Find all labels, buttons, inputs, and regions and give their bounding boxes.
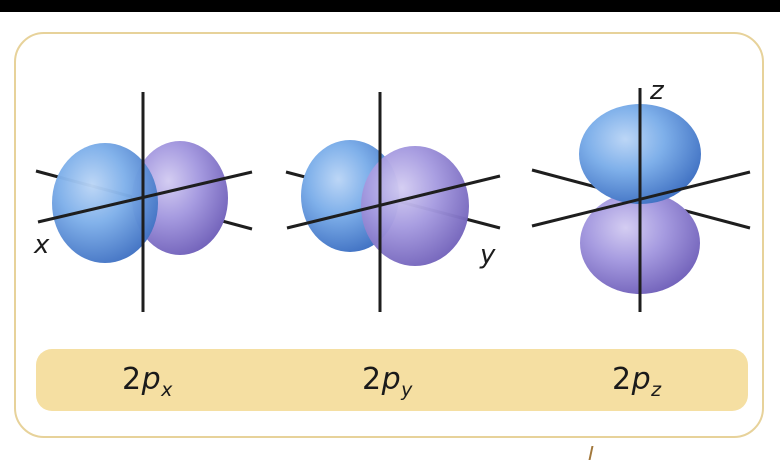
label-letter: p — [142, 362, 162, 397]
x-axis-label: x — [34, 230, 49, 260]
label-prefix: 2 — [362, 362, 382, 397]
y-axis-label: y — [480, 240, 495, 270]
orbital-2pz — [532, 88, 750, 312]
label-subscript: z — [651, 379, 661, 401]
orbital-2py — [286, 92, 500, 312]
z-axis-label: z — [650, 76, 664, 106]
orbital-label-2pz: 2pz — [612, 362, 662, 401]
label-prefix: 2 — [122, 362, 142, 397]
label-letter: p — [382, 362, 402, 397]
label-subscript: y — [401, 379, 413, 401]
label-letter: p — [632, 362, 652, 397]
orbital-label-2py: 2py — [362, 362, 413, 401]
orbital-2px — [36, 92, 252, 312]
orbital-label-2px: 2px — [122, 362, 173, 401]
label-subscript: x — [161, 379, 173, 401]
label-prefix: 2 — [612, 362, 632, 397]
